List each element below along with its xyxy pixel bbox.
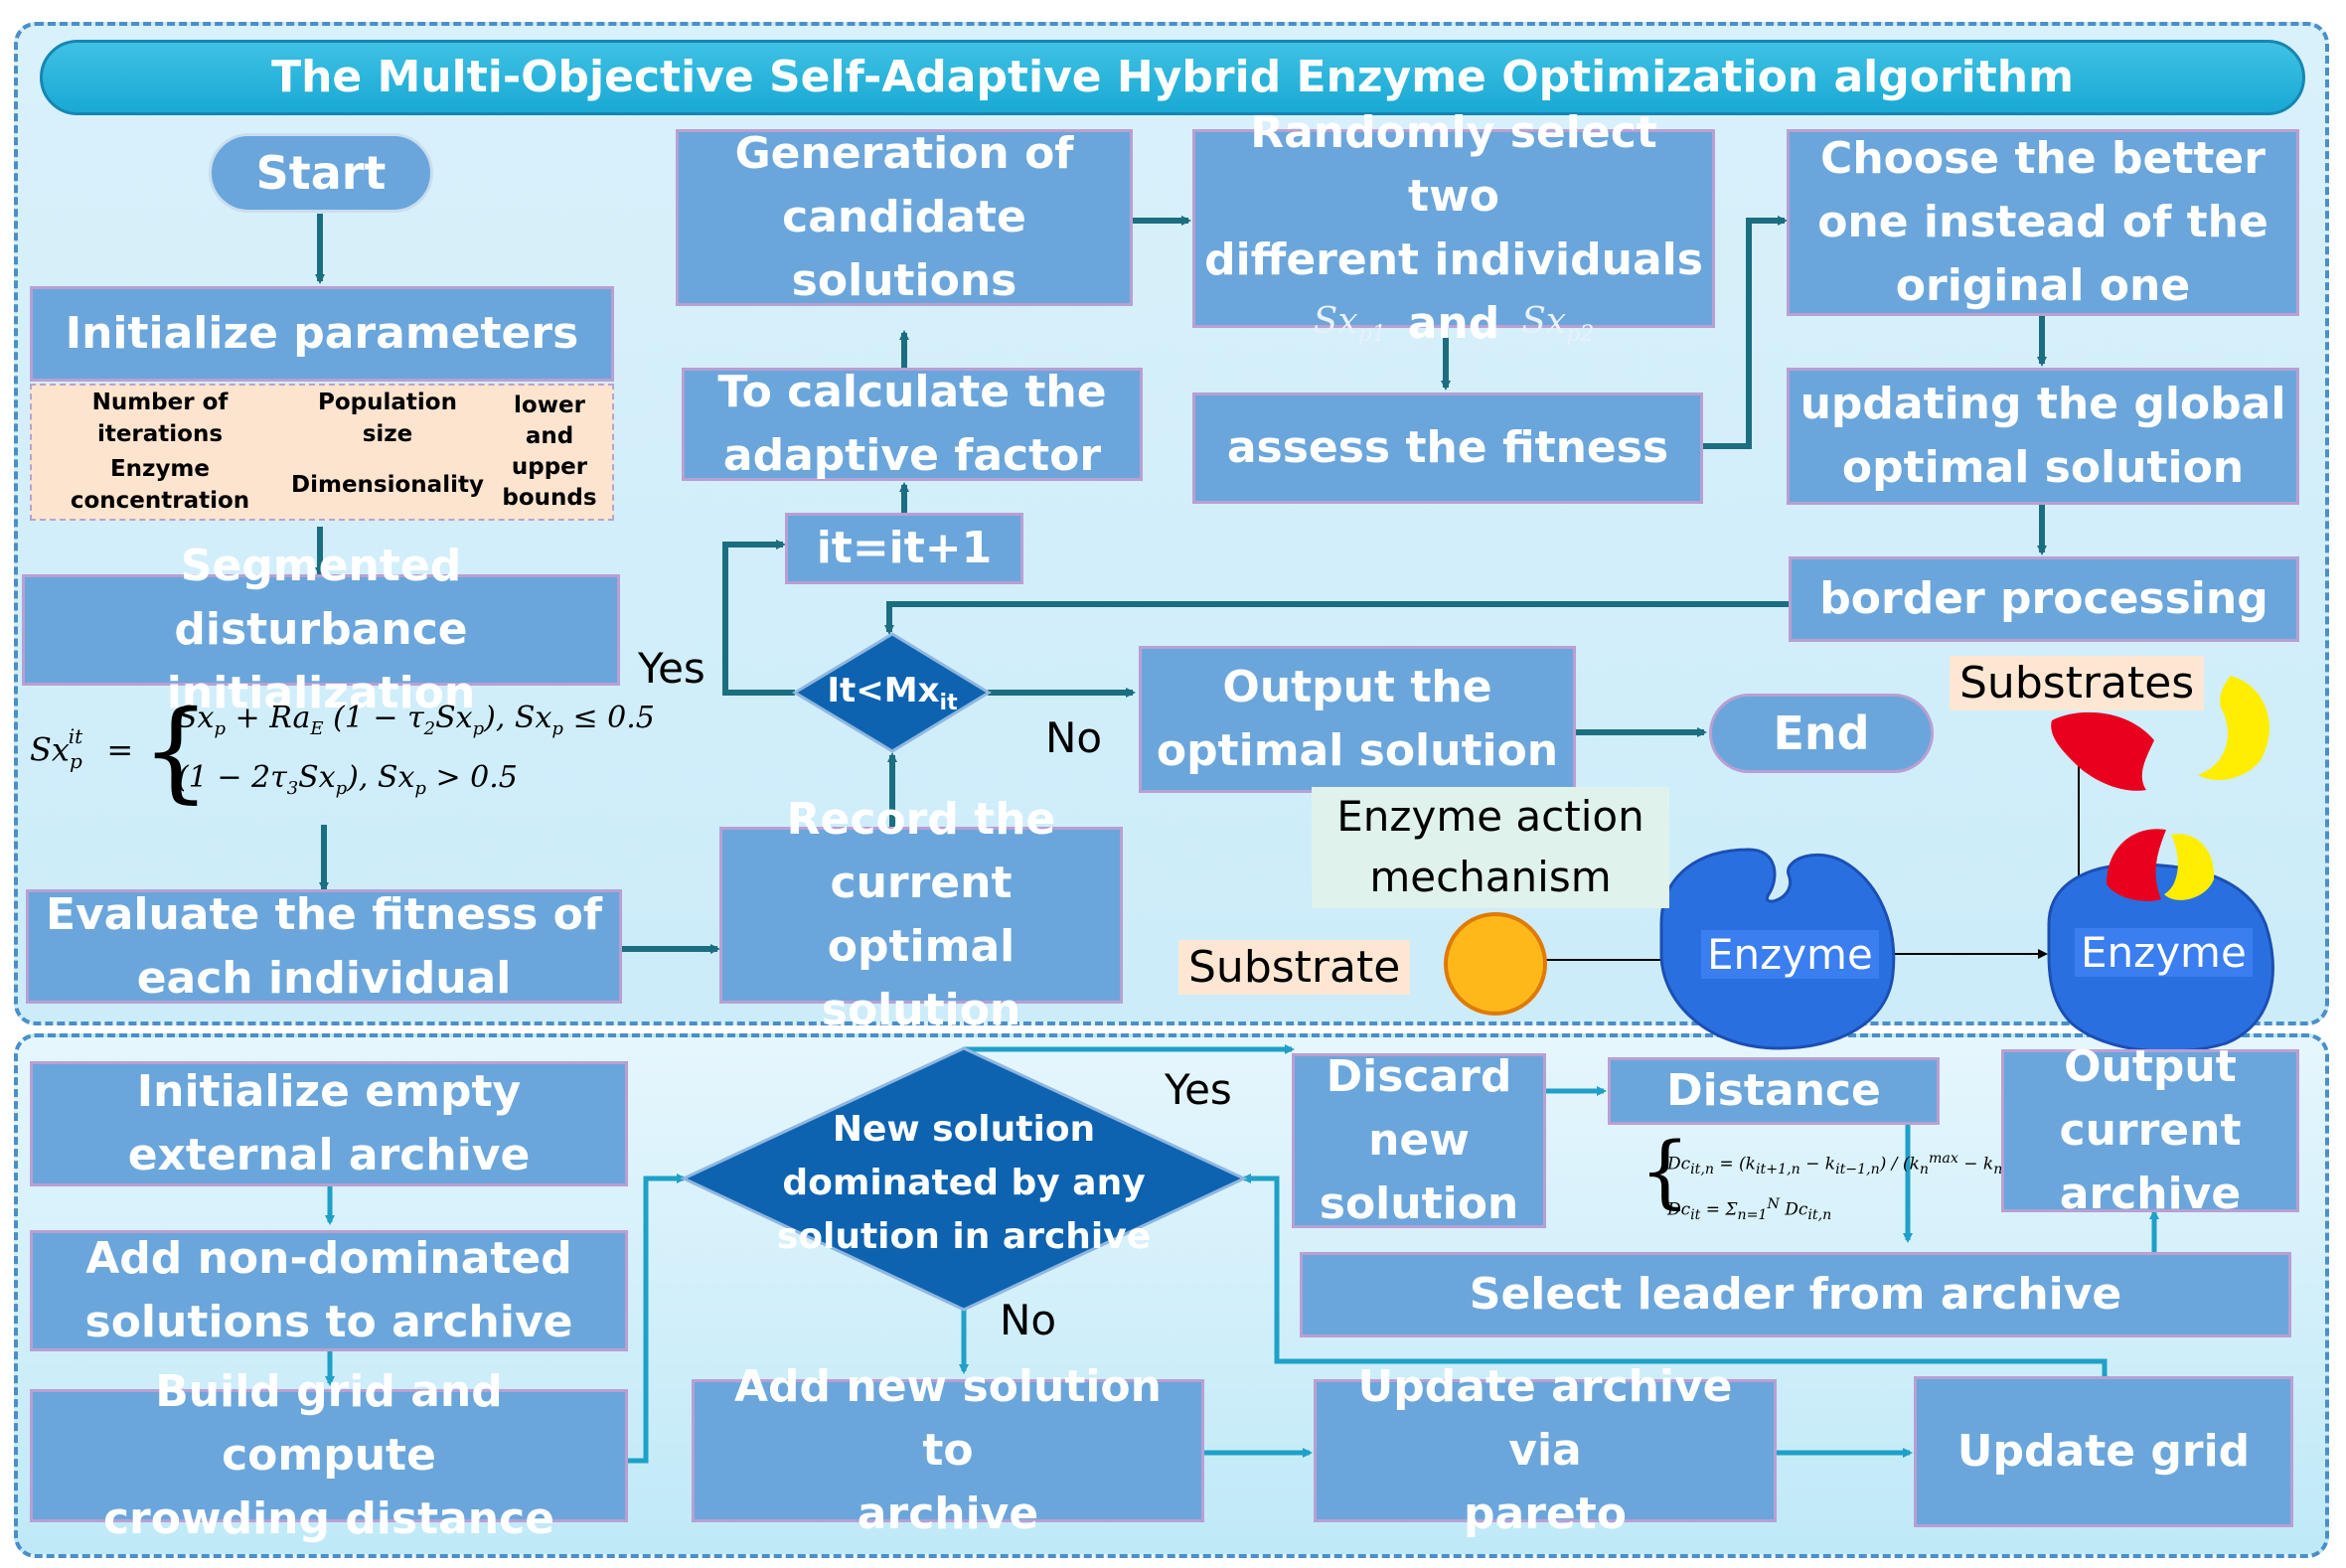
border-processing-box: border processing [1789, 556, 2299, 642]
calculate-adaptive-factor-box: To calculate the adaptive factor [682, 367, 1143, 481]
param-population-size: Population size [318, 390, 457, 447]
update-grid-box: Update grid [1914, 1376, 2293, 1527]
segmented-initialization-box: Segmented disturbance initialization [22, 541, 620, 718]
param-enzyme-concentration: Enzyme concentration [70, 456, 250, 514]
update-global-optimal-box: updating the global optimal solution [1787, 368, 2299, 505]
decision-diamond-iteration [792, 632, 992, 753]
arrow-grid-decision [1241, 1174, 2108, 1376]
start-terminal: Start [209, 133, 433, 213]
output-archive-box: Output current archive [2001, 1041, 2299, 1219]
complex-yellow-piece [2164, 834, 2215, 900]
page-title: The Multi-Objective Self-Adaptive Hybrid… [40, 40, 2305, 115]
build-grid-box: Build grid and compute crowding distance [30, 1366, 628, 1544]
arrow-assess-choose [1703, 216, 1788, 449]
no-label-bottom: No [1000, 1296, 1057, 1344]
individual-2-symbol: Sxp2 [1521, 301, 1595, 348]
distance-formula: { Dcit,n = (kit+1,n − kit−1,n) / (knmax … [1640, 1125, 2036, 1224]
choose-better-box: Choose the better one instead of the ori… [1787, 129, 2299, 316]
output-optimal-box: Output the optimal solution [1139, 646, 1576, 793]
random-select-operands: Sxp1 and Sxp2 [1314, 292, 1595, 356]
select-leader-box: Select leader from archive [1300, 1252, 2291, 1337]
substrates-red-piece [2051, 711, 2154, 791]
arrow-border-decision [884, 601, 1789, 635]
substrate-label: Substrate [1178, 940, 1411, 995]
segmented-init-formula: Sxpit = { Sxp + RaE (1 − τ2Sxp), Sxp ≤ 0… [30, 687, 655, 814]
assess-fitness-box: assess the fitness [1192, 392, 1703, 504]
yes-label-bottom: Yes [1165, 1065, 1232, 1114]
add-new-solution-box: Add new solution to archive [692, 1361, 1204, 1539]
increment-box: it=it+1 [785, 513, 1023, 584]
substrates-yellow-piece [2198, 676, 2269, 780]
add-nondominated-box: Add non-dominated solutions to archive [30, 1230, 628, 1351]
and-label: and [1407, 297, 1500, 349]
distance-box: Distance [1608, 1057, 1940, 1125]
enzyme-label-2: Enzyme [2075, 928, 2253, 977]
enzyme-label-1: Enzyme [1701, 930, 1879, 979]
initialize-parameters-box: Initialize parameters [30, 286, 614, 382]
yes-label-top: Yes [638, 644, 705, 693]
substrate-ball [1444, 912, 1547, 1016]
evaluate-fitness-box: Evaluate the fitness of each individual [26, 889, 622, 1004]
complex-red-piece [2107, 829, 2166, 901]
arrow-decision-increment [722, 540, 795, 696]
random-select-box: Randomly select two different individual… [1192, 107, 1715, 349]
random-select-text: Randomly select two different individual… [1204, 107, 1703, 285]
init-archive-box: Initialize empty external archive [30, 1061, 628, 1186]
enzyme-mechanism-title: Enzyme action mechanism [1312, 787, 1669, 908]
decision-diamond-dominated [680, 1046, 1248, 1312]
param-number-of-iterations: Number of iterations [91, 390, 229, 447]
no-label-top: No [1045, 713, 1103, 762]
param-bounds: lower and upper bounds [502, 392, 597, 512]
update-archive-pareto-box: Update archive via pareto [1314, 1361, 1777, 1539]
generation-candidate-box: Generation of candidate solutions [676, 128, 1133, 306]
dominated-decision-label: New solution dominated by any solution i… [776, 1109, 1152, 1257]
record-optimal-box: Record the current optimal solution [719, 794, 1123, 1035]
substrates-label: Substrates [1950, 656, 2205, 710]
decision-iteration-label: It<Mxit [827, 671, 958, 715]
individual-1-symbol: Sxp1 [1313, 301, 1386, 348]
discard-solution-box: Discard new solution [1292, 1051, 1546, 1229]
parameter-table: Number of iterations Population size low… [30, 384, 614, 521]
param-dimensionality: Dimensionality [291, 471, 484, 498]
end-terminal: End [1709, 694, 1934, 773]
arrow-build-decision [628, 1174, 687, 1464]
